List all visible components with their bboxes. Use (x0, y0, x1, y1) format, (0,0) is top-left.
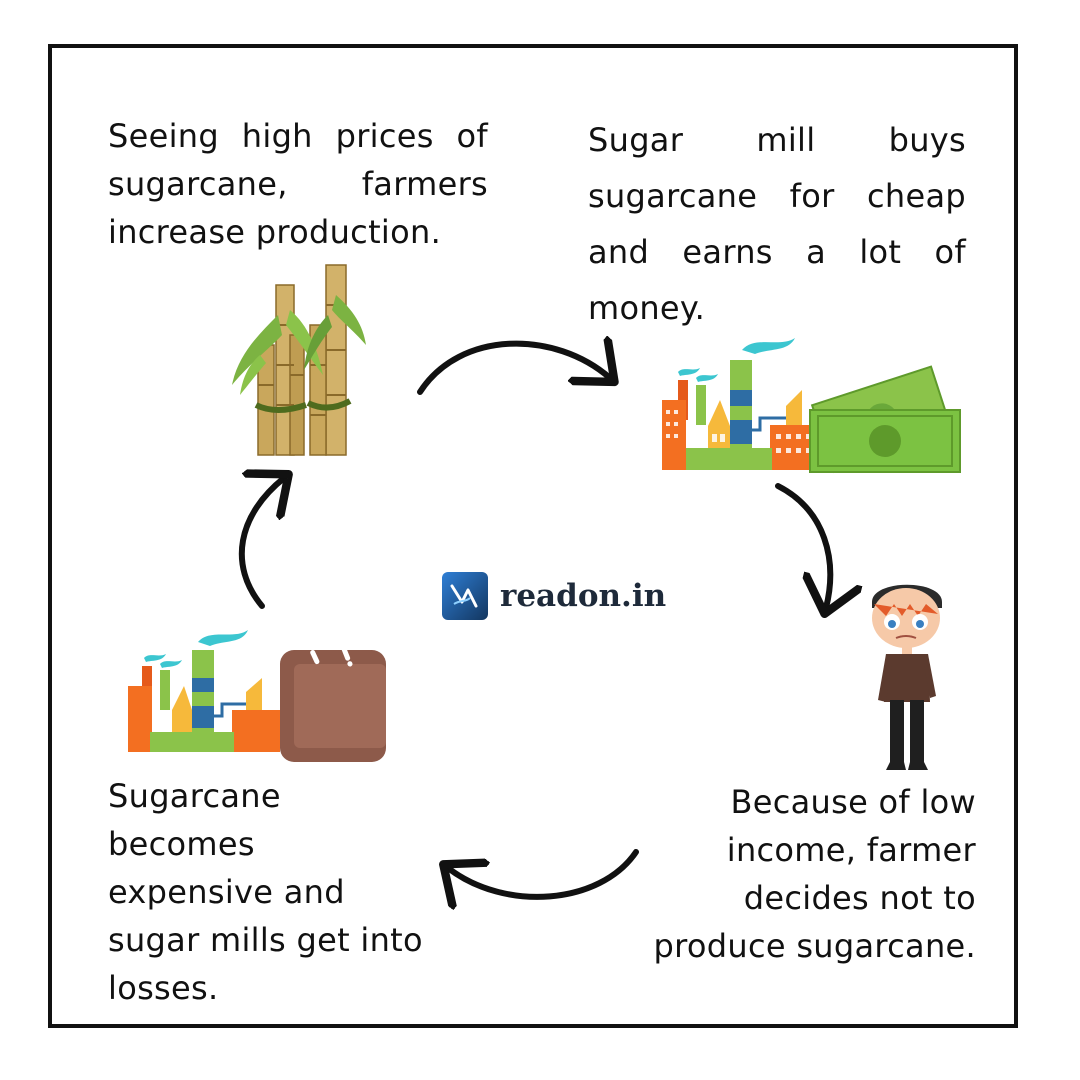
step-line: Because of low (730, 783, 976, 821)
step-line: decides not to (743, 879, 976, 917)
step-text-low-income: Because of low income, farmer decides no… (634, 778, 976, 970)
step-line: Sugarcane (108, 777, 281, 815)
step-line: losses. (108, 969, 219, 1007)
step-line: sugar mills get into (108, 921, 423, 959)
step-line: income, farmer (726, 831, 976, 869)
diagram-frame (48, 44, 1018, 1028)
step-text-high-prices: Seeing high prices of sugarcane, farmers… (108, 112, 488, 256)
step-line: produce sugarcane. (653, 927, 976, 965)
step-line: increase production. (108, 213, 442, 251)
arrow-left (238, 478, 284, 609)
brand-name: readon.in (500, 578, 667, 614)
step-line: money. (588, 289, 706, 327)
step-text-mill-profits: Sugar mill buys sugarcane for cheap and … (588, 112, 966, 336)
readon-logo-icon (442, 572, 488, 620)
step-line: Sugar mill buys (588, 121, 966, 159)
step-line: and earns a lot of (588, 233, 966, 271)
step-line: Seeing high prices of (108, 117, 488, 155)
factory-icon (662, 338, 961, 474)
arrow-top (417, 344, 610, 395)
step-text-mill-losses: Sugarcane becomes expensive and sugar mi… (108, 772, 448, 1012)
sugarcane-icon (232, 264, 366, 456)
money-icon (809, 365, 961, 474)
arrow-right (775, 483, 830, 608)
step-line: expensive and (108, 873, 345, 911)
farmer-icon (872, 584, 942, 770)
step-line: sugarcane for cheap (588, 177, 966, 215)
wallet-icon (128, 630, 386, 762)
arrow-bottom (448, 849, 639, 897)
step-line: sugarcane, farmers (108, 165, 488, 203)
step-line: becomes (108, 825, 255, 863)
